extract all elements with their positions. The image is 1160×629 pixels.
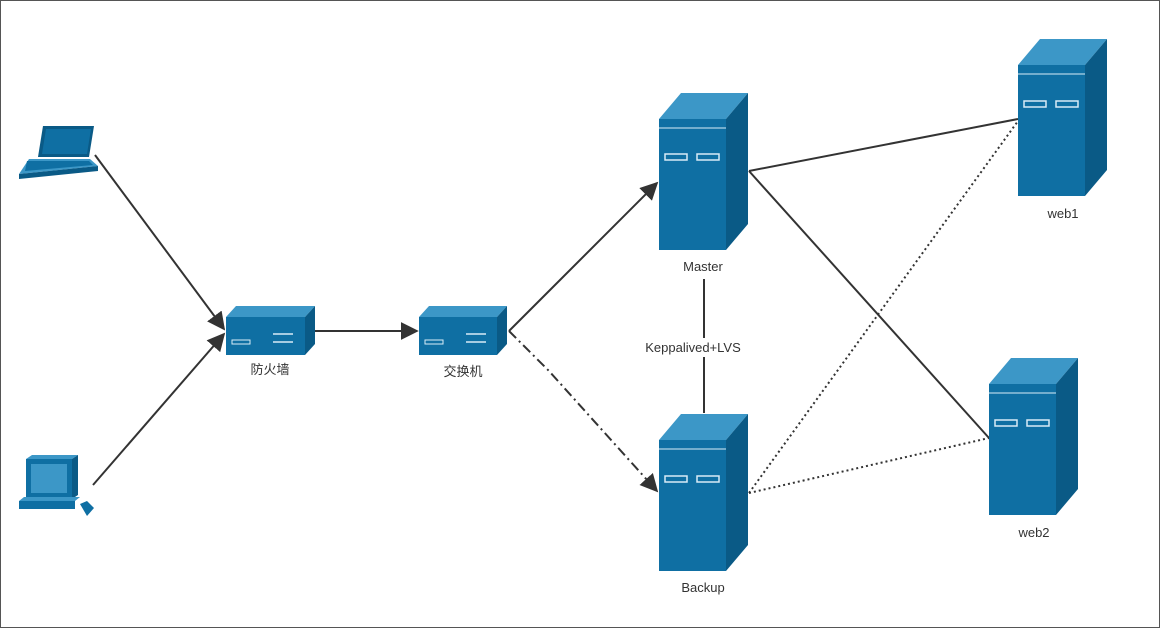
- connections: [92, 118, 1019, 494]
- firewall-label: 防火墙: [250, 362, 289, 378]
- backup-label: Backup: [681, 580, 724, 595]
- switch-appliance-icon[interactable]: [419, 306, 507, 355]
- master-server-icon[interactable]: [659, 93, 748, 250]
- web1-server-icon[interactable]: [1018, 39, 1107, 196]
- edge-desktop-firewall: [92, 332, 226, 486]
- edge-backup-web1: [748, 120, 1019, 494]
- web2-label: web2: [1017, 525, 1049, 540]
- edge-master-web2: [748, 170, 990, 439]
- firewall-appliance-icon[interactable]: [226, 306, 315, 355]
- edge-switch-backup: [508, 330, 659, 493]
- backup-server-icon[interactable]: [659, 414, 748, 571]
- laptop-icon: [19, 126, 98, 179]
- edge-laptop-firewall: [94, 154, 226, 331]
- edge-switch-master: [508, 181, 659, 332]
- edge-label-keepalived-lvs: Keppalived+LVS: [645, 340, 741, 355]
- edge-backup-web2: [748, 437, 990, 494]
- desktop-computer-icon: [19, 455, 94, 516]
- edge-label-background: [641, 338, 747, 357]
- edge-master-web1: [748, 118, 1019, 172]
- web2-server-icon[interactable]: [989, 358, 1078, 515]
- switch-label: 交换机: [443, 364, 482, 380]
- master-label: Master: [683, 259, 723, 274]
- web1-label: web1: [1046, 206, 1078, 221]
